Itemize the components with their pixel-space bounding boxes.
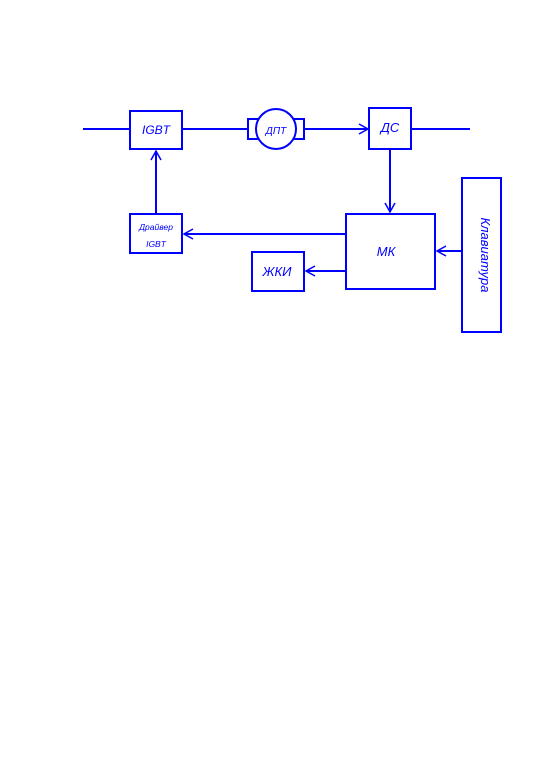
igbt-block <box>129 110 183 150</box>
driver-label-line1: Драйвер <box>138 222 173 232</box>
lcd-label: ЖКИ <box>262 264 293 279</box>
igbt-label: IGBT <box>142 123 172 137</box>
sensor-label: ДС <box>379 120 400 135</box>
mcu-block <box>345 213 436 290</box>
motor-symbol <box>247 108 305 150</box>
keyboard-block <box>461 177 502 333</box>
motor-label: ДПТ <box>265 126 287 137</box>
mcu-label: МК <box>377 244 397 259</box>
lcd-block <box>251 251 305 292</box>
driver-label-line2: IGBT <box>146 239 167 249</box>
keyboard-label: Клавиатура <box>478 218 493 293</box>
